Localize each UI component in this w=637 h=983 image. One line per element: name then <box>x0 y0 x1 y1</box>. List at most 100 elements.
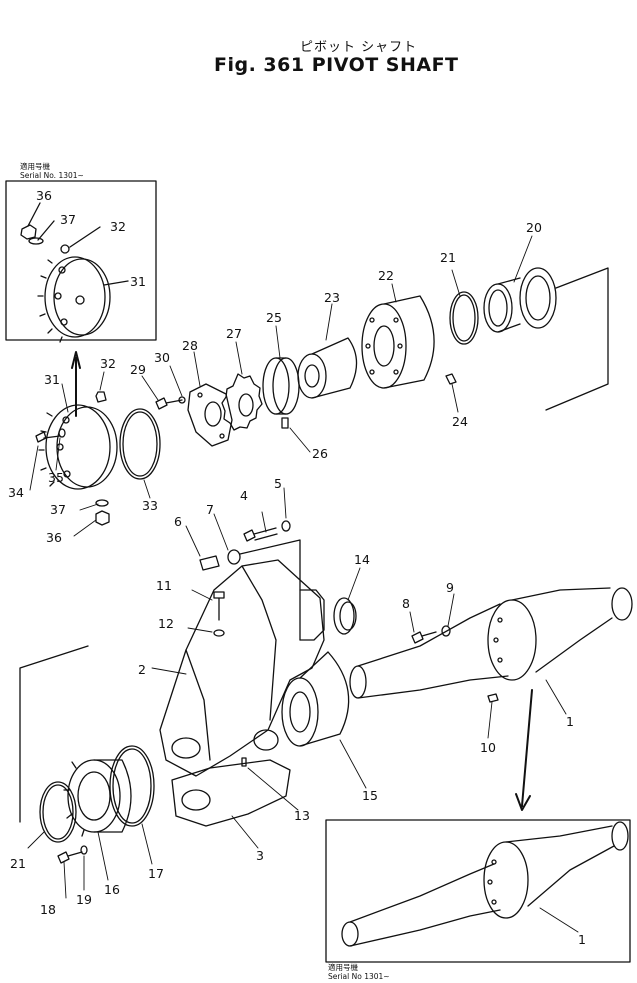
cover-31 <box>38 404 118 490</box>
o-ring-33 <box>119 408 161 480</box>
bolt-4 <box>243 527 278 542</box>
inset-frame-bottom <box>325 819 631 963</box>
collar-7 <box>227 549 241 565</box>
washer-12 <box>213 629 225 637</box>
pin-26 <box>281 417 289 429</box>
bracket-2 <box>159 559 325 777</box>
callout-31-inset: 31 <box>130 274 146 289</box>
o-ring-17 <box>109 745 155 827</box>
callout-34: 34 <box>8 485 24 500</box>
serial-note-bottom-jp: 適用号機 <box>328 963 358 972</box>
callout-32-inset: 32 <box>110 219 126 234</box>
callout-36: 36 <box>46 530 62 545</box>
inset-shaft <box>341 821 629 947</box>
callout-20: 20 <box>526 220 542 235</box>
seal-14 <box>333 597 357 635</box>
cap-3 <box>171 759 291 827</box>
callout-37: 37 <box>50 502 66 517</box>
callout-22: 22 <box>378 268 394 283</box>
figure-title-japanese: ピボット シャフト <box>300 40 418 55</box>
callout-7: 7 <box>206 502 214 517</box>
serial-note-top-serial: Serial No. 1301~ <box>20 171 84 180</box>
pin-10 <box>487 693 499 703</box>
callout-17: 17 <box>148 866 164 881</box>
callout-8: 8 <box>402 596 410 611</box>
inset-leaders <box>27 202 129 286</box>
callout-21-top: 21 <box>440 250 456 265</box>
callout-leaders <box>27 235 579 933</box>
callout-9: 9 <box>446 580 454 595</box>
reference-bracket-left <box>19 645 89 823</box>
serial-note-top: 適用号機 Serial No. 1301~ <box>20 162 84 180</box>
callout-32: 32 <box>100 356 116 371</box>
callout-4: 4 <box>240 488 248 503</box>
bushing-23 <box>297 337 358 399</box>
o-ring-21 <box>39 781 77 843</box>
callout-27: 27 <box>226 326 242 341</box>
serial-note-top-jp: 適用号機 <box>20 162 50 171</box>
callout-12: 12 <box>158 616 174 631</box>
bolt-8 <box>411 631 437 644</box>
callout-31: 31 <box>44 372 60 387</box>
callout-10: 10 <box>480 740 496 755</box>
reference-arrow-down <box>515 689 533 811</box>
bearing-20 <box>483 267 557 333</box>
callout-28: 28 <box>182 338 198 353</box>
shaft-1 <box>349 587 633 699</box>
callout-18: 18 <box>40 902 56 917</box>
callout-1-main: 1 <box>566 714 574 729</box>
callout-11: 11 <box>156 578 172 593</box>
callout-14: 14 <box>354 552 370 567</box>
part-25 <box>262 357 300 415</box>
callout-15: 15 <box>362 788 378 803</box>
washer-19 <box>80 845 88 855</box>
washer-35 <box>58 428 66 438</box>
inset-cover-plate <box>37 256 111 343</box>
reference-bracket-right <box>545 267 609 411</box>
pin-13 <box>241 757 247 767</box>
callout-30: 30 <box>154 350 170 365</box>
callout-26: 26 <box>312 446 328 461</box>
callout-6: 6 <box>174 514 182 529</box>
callout-33: 33 <box>142 498 158 513</box>
gear-27 <box>221 373 263 431</box>
callout-16: 16 <box>104 882 120 897</box>
callout-19: 19 <box>76 892 92 907</box>
callout-21: 21 <box>10 856 26 871</box>
callout-37-inset: 37 <box>60 212 76 227</box>
callout-13: 13 <box>294 808 310 823</box>
pin-6 <box>199 555 220 571</box>
inset-washer <box>28 237 44 245</box>
callout-36-inset: 36 <box>36 188 52 203</box>
nut-36 <box>95 510 110 526</box>
reference-arrow-up <box>71 351 81 417</box>
seal-15 <box>281 651 350 747</box>
inset-fitting <box>60 244 70 254</box>
callout-5: 5 <box>274 476 282 491</box>
housing-22 <box>361 295 435 389</box>
plate-28 <box>187 383 233 447</box>
o-ring-21-top <box>449 291 479 345</box>
fitting-32 <box>95 391 107 403</box>
callout-25: 25 <box>266 310 282 325</box>
callout-1-inset: 1 <box>578 932 586 947</box>
bolt-11 <box>213 591 225 621</box>
washer-37 <box>95 499 109 507</box>
bolt-29 <box>155 397 183 410</box>
callout-3: 3 <box>256 848 264 863</box>
callout-23: 23 <box>324 290 340 305</box>
serial-note-bottom-serial: Serial No 1301~ <box>328 972 390 981</box>
washer-30 <box>178 396 186 404</box>
bolt-18 <box>57 851 83 864</box>
inset-nut <box>20 224 37 240</box>
washer-9 <box>441 625 451 637</box>
inset-frame-top <box>5 180 157 341</box>
callout-2: 2 <box>138 662 146 677</box>
figure-title: Fig. 361 PIVOT SHAFT <box>214 54 459 76</box>
callout-29: 29 <box>130 362 146 377</box>
pin-24 <box>445 373 457 385</box>
bolt-34 <box>35 431 61 443</box>
callout-24: 24 <box>452 414 468 429</box>
callout-35: 35 <box>48 470 64 485</box>
